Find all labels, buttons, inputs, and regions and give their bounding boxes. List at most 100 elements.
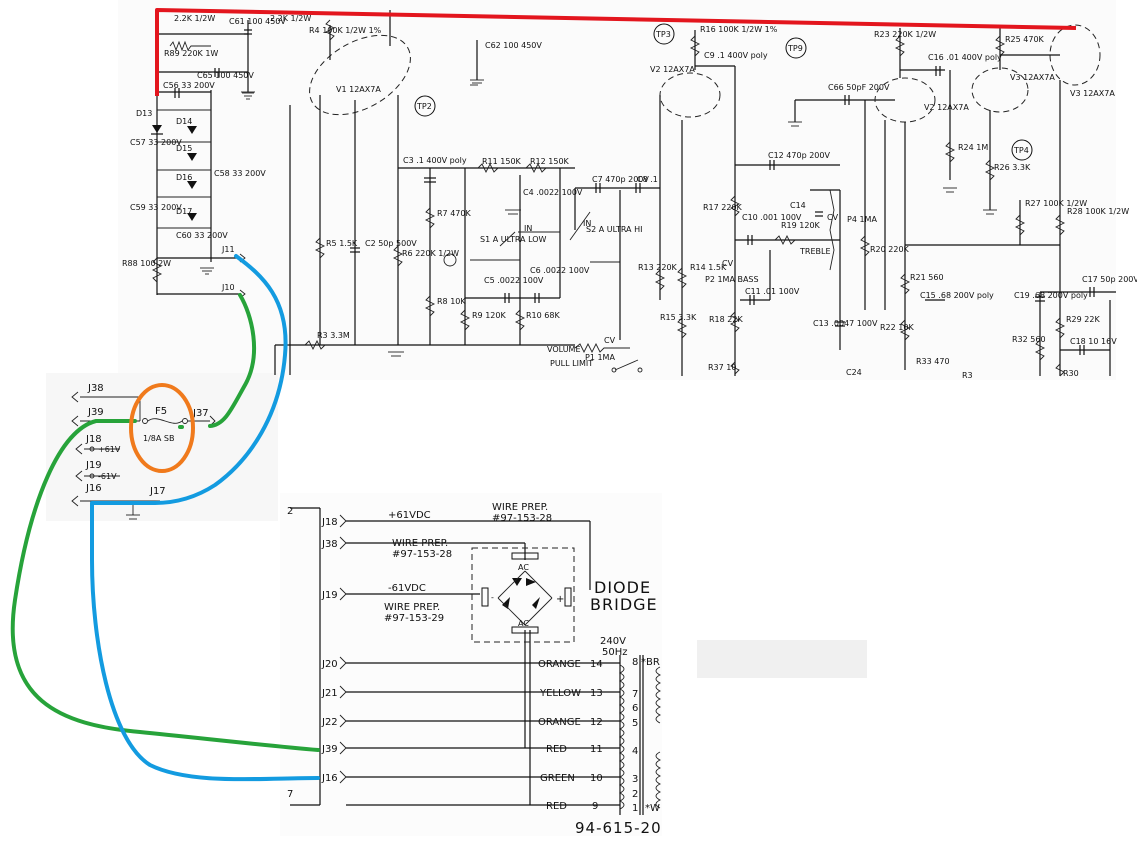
r3-label: R3 3.3M xyxy=(317,331,350,340)
d17-label: D17 xyxy=(176,207,192,216)
wire-prep-1a: WIRE PREP. xyxy=(492,502,548,513)
v2b-label: V2 12AX7A xyxy=(924,103,969,112)
wire-pin-9: 9 xyxy=(592,801,598,812)
plus61-label: +61V xyxy=(98,445,121,454)
c65-label: C65 100 450V xyxy=(197,71,254,80)
v3a-label: V3 12AX7A xyxy=(1010,73,1055,82)
j20-label: J20 xyxy=(321,659,338,670)
c2-label: C2 50p 500V xyxy=(365,239,417,248)
edge-mark-2: 2 xyxy=(287,506,293,517)
r20-label: R20 220K xyxy=(870,245,910,254)
r22-label: R22 10K xyxy=(880,323,914,332)
c18-label: C18 10 16V xyxy=(1070,337,1117,346)
wire-color-yellow: YELLOW xyxy=(539,688,581,699)
r26-label: R26 3.3K xyxy=(994,163,1031,172)
bridge-label: BRIDGE xyxy=(590,595,658,614)
frequency-label: 50Hz xyxy=(602,647,628,658)
c5-label: C5 .0022 100V xyxy=(484,276,544,285)
wire-prep-2b: #97-153-28 xyxy=(392,549,452,560)
r17-label: R17 220K xyxy=(703,203,743,212)
p1-label: P1 1MA xyxy=(585,353,615,362)
wire-color-red-2: RED xyxy=(546,801,567,812)
primary-pin-2: 2 xyxy=(632,789,638,800)
wire-pin-11: 11 xyxy=(590,744,603,755)
r21-label: R21 560 xyxy=(910,273,944,282)
power-transformer-section: J18 J38 J19 J20 J21 J22 J39 J16 +61VDC -… xyxy=(287,502,662,837)
c17-label: C17 50p 200V xyxy=(1082,275,1137,284)
orange-annotation-fuse-circle xyxy=(129,383,195,473)
wire-pin-10: 10 xyxy=(590,773,603,784)
minus-terminal-label: - xyxy=(491,593,494,602)
d13-label: D13 xyxy=(136,109,152,118)
c9-label: C9 .1 400V poly xyxy=(704,51,768,60)
c12-label: C12 470p 200V xyxy=(768,151,830,160)
primary-pin-5: 5 xyxy=(632,718,638,729)
c15-label: C15 .68 200V poly xyxy=(920,291,994,300)
c62-label: C62 100 450V xyxy=(485,41,542,50)
r8-label: R8 10K xyxy=(437,297,466,306)
r16-label: R16 100K 1/2W 1% xyxy=(700,25,778,34)
r37-label: R37 10 xyxy=(708,363,736,372)
wire-prep-1b: #97-153-28 xyxy=(492,513,552,524)
r89-label: R89 220K 1W xyxy=(164,49,218,58)
r28-label: R28 100K 1/2W xyxy=(1067,207,1129,216)
tp2-label: TP2 xyxy=(416,102,432,111)
j18-bottom-label: J18 xyxy=(321,517,338,528)
r18-label: R18 22K xyxy=(709,315,743,324)
r24-label: R24 1M xyxy=(958,143,988,152)
wire-prep-3b: #97-153-29 xyxy=(384,613,444,624)
c3-label: C3 .1 400V poly xyxy=(403,156,467,165)
j38-mid-label: J38 xyxy=(87,383,104,394)
r33-label: R33 470 xyxy=(916,357,950,366)
r4-label: R4 100K 1/2W 1% xyxy=(309,26,382,35)
c7-label: C7 470p 200V xyxy=(592,175,649,184)
d16-label: D16 xyxy=(176,173,192,182)
wire-prep-3a: WIRE PREP. xyxy=(384,602,440,613)
r5-label: R5 1.5K xyxy=(326,239,358,248)
primary-pin-8: 8 xyxy=(632,657,638,668)
r19-label: R19 120K xyxy=(781,221,821,230)
in1-label: IN xyxy=(524,224,532,233)
c6-label: C6 .0022 100V xyxy=(530,266,590,275)
c10-label: C10 .001 100V xyxy=(742,213,802,222)
j37-label: J37 xyxy=(192,408,209,419)
j22-label: J22 xyxy=(321,717,338,728)
j16-bottom-label: J16 xyxy=(321,773,338,784)
v3b-label: V3 12AX7A xyxy=(1070,89,1115,98)
wire-pin-13: 13 xyxy=(590,688,603,699)
wire-color-orange-1: ORANGE xyxy=(538,659,581,670)
c61-label: C61 100 450V xyxy=(229,17,286,26)
c4-label: C4 .0022 100V xyxy=(523,188,583,197)
r88-label: R88 100 2W xyxy=(122,259,171,268)
wire-pin-12: 12 xyxy=(590,717,603,728)
c13-label: C13 .0047 100V xyxy=(813,319,878,328)
r14-label: R14 1.5K xyxy=(690,263,727,272)
r32-label: R32 560 xyxy=(1012,335,1046,344)
diode-label: DIODE xyxy=(594,578,651,597)
primary-pin-3: 3 xyxy=(632,774,638,785)
c56-label: C56 33 200V xyxy=(163,81,215,90)
v1-label: V1 12AX7A xyxy=(336,85,381,94)
r7-label: R7 470K xyxy=(437,209,471,218)
j39-mid-label: J39 xyxy=(87,407,104,418)
plus-terminal-label: + xyxy=(556,594,564,605)
blue-annotation-wire xyxy=(90,254,320,782)
primary-pin-8-note: *BR xyxy=(641,657,660,668)
voltage-label: 240V xyxy=(600,636,626,647)
j10-label: J10 xyxy=(221,283,235,292)
j16-mid-label: J16 xyxy=(85,483,102,494)
r15-label: R15 3.3K xyxy=(660,313,697,322)
cv3-label: CV xyxy=(827,213,839,222)
tp3-label: TP3 xyxy=(655,30,671,39)
pull-label: PULL LIMIT xyxy=(550,359,593,368)
p4-label: P4 1MA xyxy=(847,215,877,224)
r30-label: R30 xyxy=(1063,369,1079,378)
f5-label: F5 xyxy=(155,406,167,417)
r9-label: R9 120K xyxy=(472,311,506,320)
c11-label: C11 .01 100V xyxy=(745,287,800,296)
r6-label: R6 220K 1/2W xyxy=(402,249,459,258)
preamp-section: R4 100K 1/2W 1% V1 12AX7A TP2 C62 100 45… xyxy=(274,10,660,375)
tp4-label: TP4 xyxy=(1013,146,1029,155)
minus61vdc-label: -61VDC xyxy=(388,583,426,594)
